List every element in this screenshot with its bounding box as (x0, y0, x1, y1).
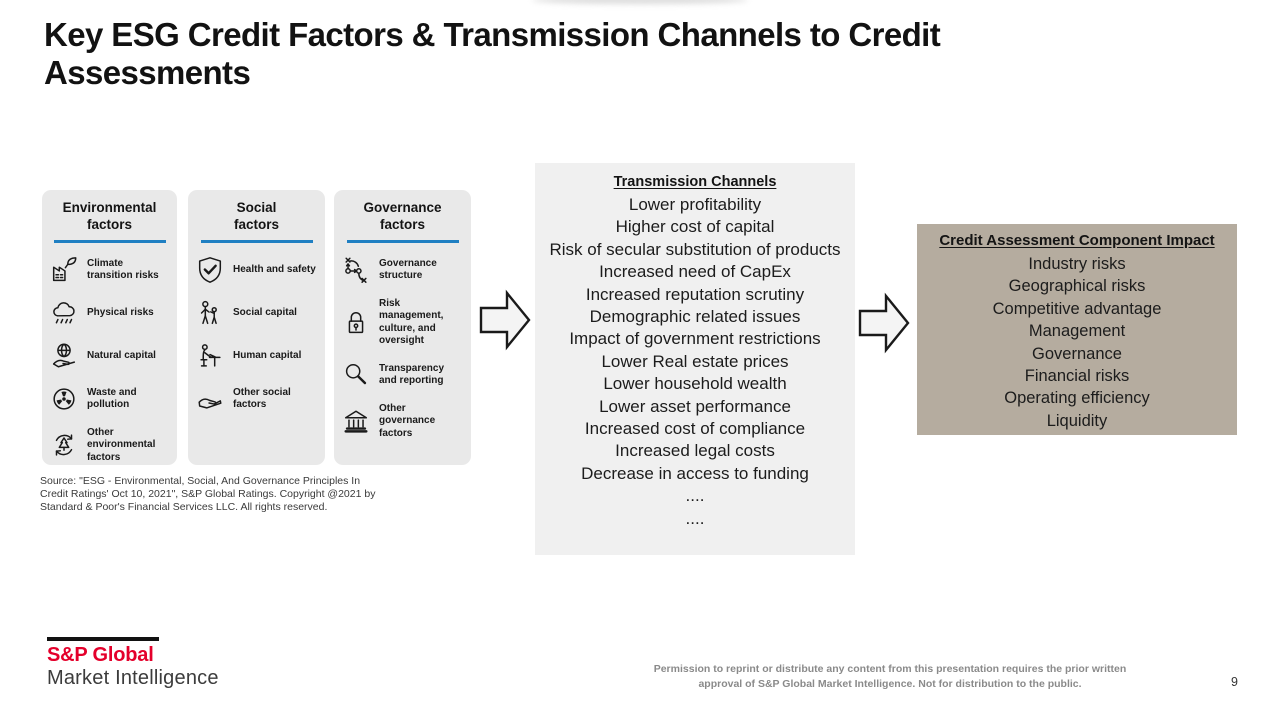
physical-risks-icon (49, 298, 79, 328)
transparency-icon (341, 360, 371, 390)
social-accent-rule (200, 240, 313, 243)
social-capital-icon (195, 298, 225, 328)
factor-label: Social capital (233, 306, 297, 318)
environmental-factors-title: Environmental factors (62, 200, 157, 232)
list-item: Human capital (195, 341, 318, 371)
list-item: Other environmental factors (49, 427, 170, 464)
transmission-item: Lower asset performance (599, 396, 791, 416)
footer-disclaimer-line: approval of S&P Global Market Intelligen… (698, 678, 1082, 690)
credit-impact-item: Operating efficiency (1004, 389, 1150, 408)
credit-impact-item: Management (1028, 322, 1126, 341)
credit-impact-title: Credit Assessment Component Impact (939, 232, 1215, 249)
social-factors-box: Social factors Health and safety (188, 190, 325, 465)
factor-label: Risk management, culture, and oversight (379, 298, 444, 346)
environmental-factors-box: Environmental factors Climate transition… (42, 190, 177, 465)
credit-impact-item: Industry risks (1028, 255, 1126, 273)
logo-bar (47, 637, 159, 641)
page-number: 9 (1231, 675, 1238, 689)
list-item: Governance structure (341, 255, 464, 285)
list-item: Physical risks (49, 298, 170, 328)
governance-accent-rule (346, 240, 459, 243)
list-item: Risk management, culture, and oversight (341, 298, 464, 347)
human-capital-icon (195, 341, 225, 371)
list-item: Other governance factors (341, 403, 464, 440)
environmental-accent-rule (53, 240, 166, 243)
transmission-item: Lower household wealth (603, 374, 787, 394)
climate-transition-icon (49, 255, 79, 285)
factor-label: Other social factors (233, 386, 291, 410)
transmission-item: Lower Real estate prices (601, 351, 789, 371)
transmission-item: Lower profitability (628, 195, 762, 214)
credit-impact-item: Geographical risks (1008, 277, 1146, 296)
sp-global-logo: S&P Global Market Intelligence (47, 637, 219, 690)
governance-factors-title: Governance factors (363, 200, 442, 232)
transmission-item: .... (685, 486, 705, 506)
list-item: Health and safety (195, 255, 318, 285)
source-note-line: Credit Ratings' Oct 10, 2021", S&P Globa… (40, 488, 376, 501)
credit-impact-item: Competitive advantage (992, 299, 1162, 318)
transmission-item: Increased legal costs (615, 441, 775, 461)
list-item: Natural capital (49, 341, 170, 371)
factor-label: Other governance factors (379, 403, 436, 439)
logo-brand-text: S&P Global (47, 644, 154, 666)
list-item: Social capital (195, 298, 318, 328)
source-note-line: Standard & Poor's Financial Services LLC… (40, 501, 328, 514)
logo-division-text: Market Intelligence (47, 667, 219, 689)
factor-label: Governance structure (379, 257, 437, 281)
credit-impact-box: Credit Assessment Component Impact Indus… (917, 224, 1237, 435)
page-title-line1: Key ESG Credit Factors & Transmission Ch… (44, 16, 941, 53)
transmission-item: .... (685, 508, 705, 528)
governance-structure-icon (341, 255, 371, 285)
factor-label: Health and safety (233, 263, 316, 275)
list-item: Climate transition risks (49, 255, 170, 285)
transmission-item: Impact of government restrictions (569, 329, 821, 349)
transmission-item: Increased reputation scrutiny (585, 284, 805, 304)
top-edge-shadow (532, 0, 748, 4)
transmission-item: Demographic related issues (589, 307, 801, 327)
factor-label: Physical risks (87, 306, 154, 318)
natural-capital-icon (49, 341, 79, 371)
other-environmental-icon (49, 430, 79, 460)
right-arrow-icon (858, 292, 910, 354)
footer-disclaimer: Permission to reprint or distribute any … (600, 662, 1180, 692)
factor-label: Climate transition risks (87, 257, 159, 281)
health-safety-icon (195, 255, 225, 285)
transmission-item: Higher cost of capital (615, 217, 775, 237)
waste-pollution-icon (49, 384, 79, 414)
credit-impact-item: Liquidity (1046, 411, 1108, 430)
page-title: Key ESG Credit Factors & Transmission Ch… (44, 16, 941, 92)
factor-label: Natural capital (87, 349, 156, 361)
list-item: Waste and pollution (49, 384, 170, 414)
social-factors-title: Social factors (233, 200, 279, 232)
right-arrow-icon (479, 289, 531, 351)
transmission-item: Risk of secular substitution of products (549, 239, 841, 259)
list-item: Transparency and reporting (341, 360, 464, 390)
governance-factors-box: Governance factors Governance str (334, 190, 471, 465)
transmission-item: Increased cost of compliance (584, 419, 806, 439)
credit-impact-item: Governance (1032, 344, 1122, 363)
factor-label: Transparency and reporting (379, 362, 445, 387)
transmission-channels-title: Transmission Channels (613, 174, 777, 190)
transmission-channels-box: Transmission Channels Lower profitabilit… (535, 163, 855, 555)
transmission-item: Increased need of CapEx (599, 262, 791, 282)
source-note-line: Source: "ESG - Environmental, Social, An… (40, 475, 361, 487)
transmission-item: Decrease in access to funding (581, 463, 809, 483)
other-social-icon (195, 384, 225, 414)
page-title-line2: Assessments (44, 54, 251, 91)
footer-disclaimer-line: Permission to reprint or distribute any … (653, 663, 1127, 675)
factor-label: Human capital (233, 349, 302, 361)
factor-label: Waste and pollution (87, 386, 137, 410)
source-note: Source: "ESG - Environmental, Social, An… (40, 475, 375, 515)
other-governance-icon (341, 407, 371, 437)
credit-impact-item: Financial risks (1024, 367, 1130, 386)
risk-management-icon (341, 308, 371, 338)
list-item: Other social factors (195, 384, 318, 414)
factor-label: Other environmental factors (87, 427, 156, 463)
